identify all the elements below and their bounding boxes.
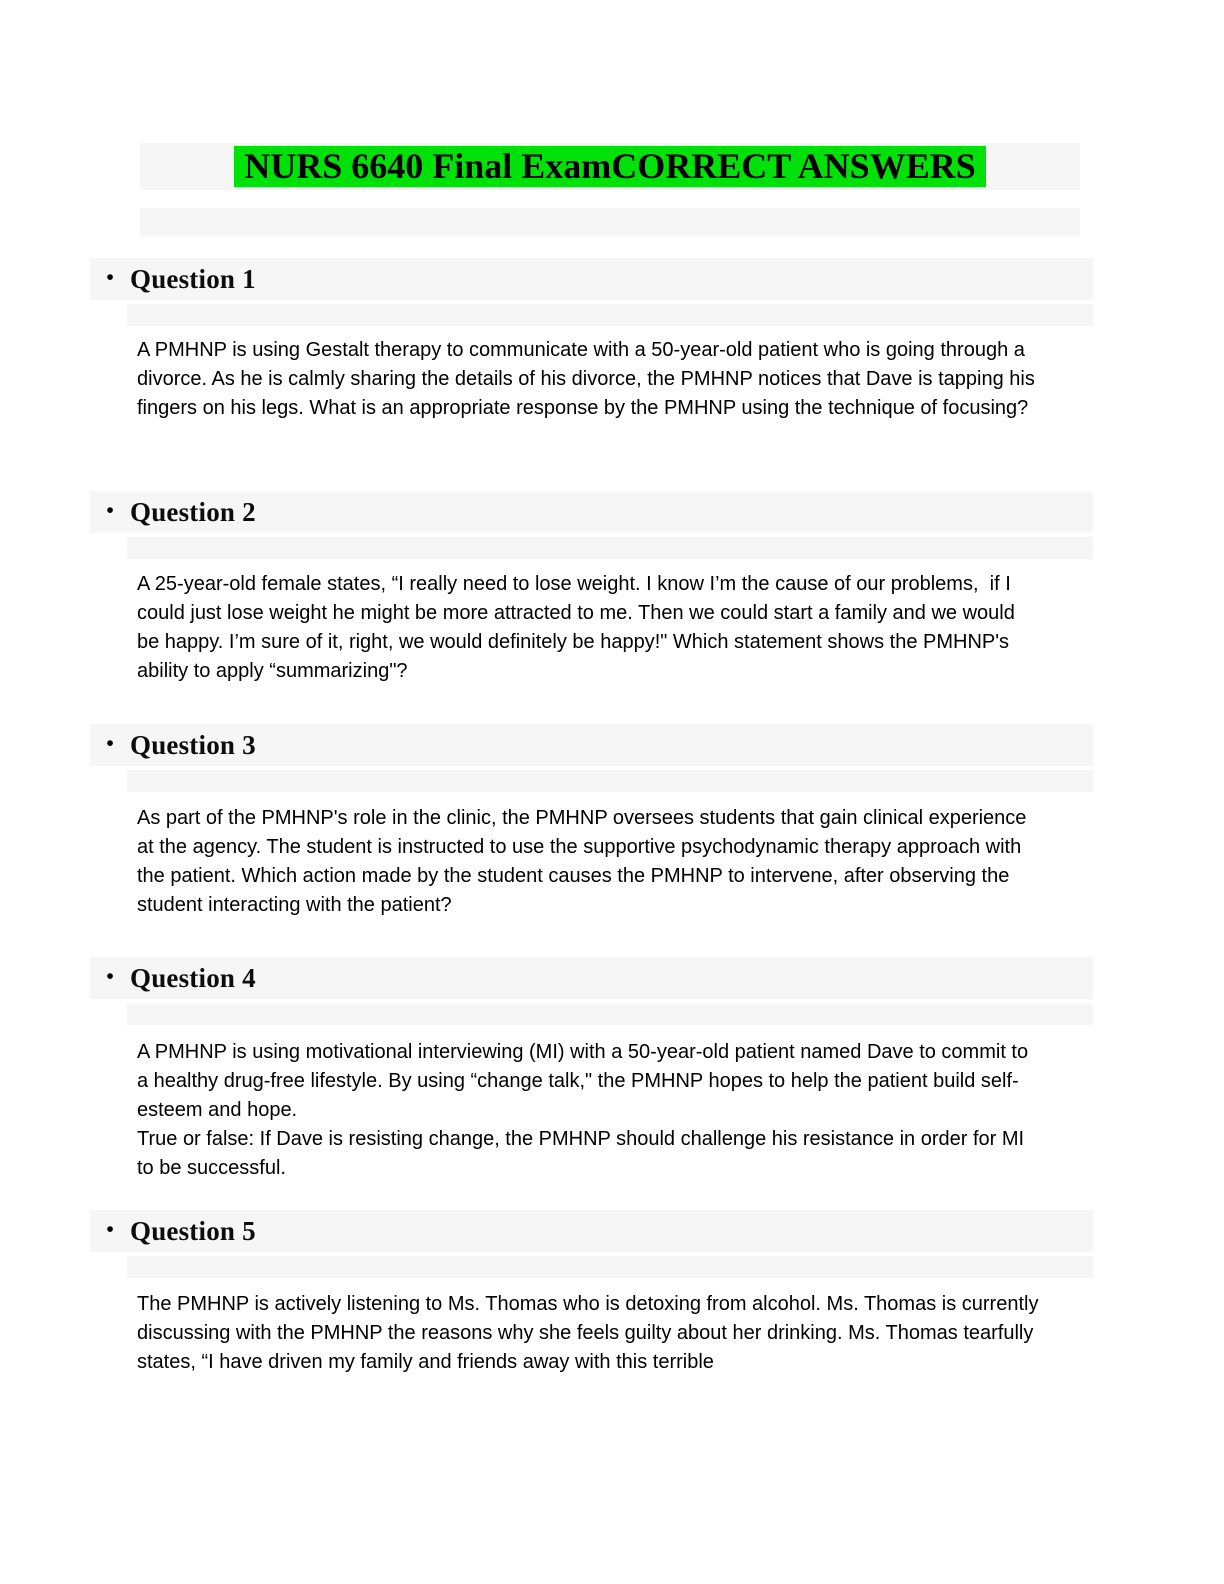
- question-2-heading: • Question 2: [90, 491, 1093, 533]
- question-4-heading: • Question 4: [90, 957, 1093, 999]
- question-5-heading: • Question 5: [90, 1210, 1093, 1252]
- document-title: NURS 6640 Final ExamCORRECT ANSWERS: [234, 146, 986, 187]
- question-3-body: As part of the PMHNP's role in the clini…: [137, 807, 1032, 916]
- title-band: NURS 6640 Final ExamCORRECT ANSWERS: [140, 143, 1080, 190]
- bullet-icon: •: [106, 499, 114, 522]
- question-2-label: Question 2: [130, 497, 256, 527]
- question-5-body: The PMHNP is actively listening to Ms. T…: [137, 1293, 1045, 1373]
- question-1-underband: [127, 304, 1093, 326]
- bullet-icon: •: [106, 732, 114, 755]
- question-3-underband: [127, 770, 1093, 792]
- bullet-icon: •: [106, 1218, 114, 1241]
- question-3-heading: • Question 3: [90, 724, 1093, 766]
- question-4-body: A PMHNP is using motivational interviewi…: [137, 1041, 1029, 1179]
- question-4-label: Question 4: [130, 963, 256, 993]
- question-2-underband: [127, 537, 1093, 559]
- question-2-body: A 25-year-old female states, “I really n…: [137, 573, 1021, 682]
- bullet-icon: •: [106, 266, 114, 289]
- question-5-underband: [127, 1256, 1093, 1278]
- question-1-label: Question 1: [130, 264, 256, 294]
- question-4-underband: [127, 1003, 1093, 1025]
- question-5-label: Question 5: [130, 1216, 256, 1246]
- question-3-label: Question 3: [130, 730, 256, 760]
- question-1-body: A PMHNP is using Gestalt therapy to comm…: [137, 339, 1041, 419]
- question-1-heading: • Question 1: [90, 258, 1093, 300]
- spacer-band: [140, 208, 1080, 237]
- bullet-icon: •: [106, 965, 114, 988]
